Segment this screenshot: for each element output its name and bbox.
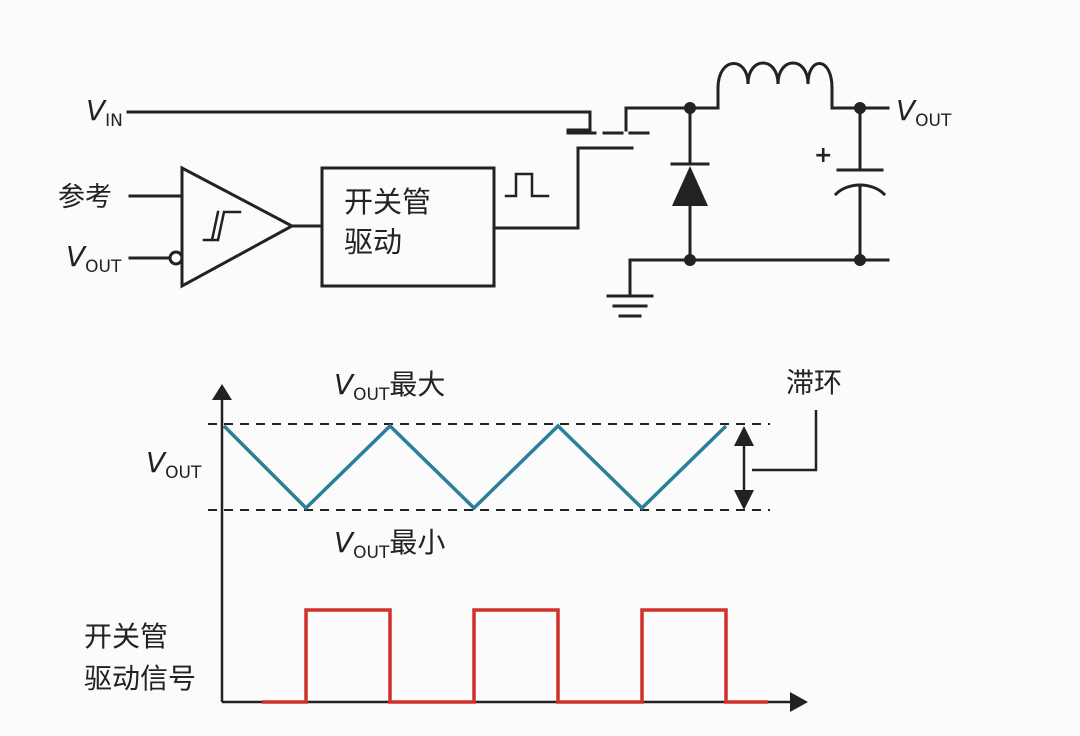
capacitor-plus: +: [814, 143, 832, 168]
capacitor-wire-top: [836, 106, 884, 172]
ground-symbol: [606, 294, 654, 318]
x-axis-arrow: [790, 692, 808, 712]
mosfet-source: [624, 106, 692, 132]
switch-signal-label-line2: 驱动信号: [84, 662, 196, 695]
hysteresis-arrow-up: [734, 426, 754, 446]
vout-max-label: VOUT最大: [334, 368, 445, 405]
switch-node-wire: [688, 86, 720, 110]
vout-output-label: VOUT: [896, 94, 952, 131]
hysteresis-arrow-down: [734, 490, 754, 510]
output-wire: [830, 86, 890, 110]
switch-drive-signal: [262, 608, 768, 704]
hysteresis-label: 滞环: [786, 366, 842, 399]
hysteresis-indicator: [742, 410, 818, 494]
hysteresis-bracket: [752, 410, 818, 472]
node-dot-ground-cap: [854, 254, 866, 266]
waveform-axes: [220, 398, 792, 704]
inverting-input-bubble: [168, 250, 184, 266]
y-axis-arrow: [212, 384, 232, 400]
comparator-triangle: [180, 165, 296, 289]
reference-label: 参考: [58, 182, 112, 213]
switch-signal-label-line1: 开关管: [84, 620, 168, 653]
diode-triangle: [672, 166, 708, 206]
driver-box: [320, 166, 496, 288]
vin-label: VIN: [86, 94, 123, 131]
driver-label-line2: 驱动: [344, 225, 402, 259]
vout-triangle-wave: [222, 423, 728, 511]
gate-drive-wire: [492, 146, 580, 230]
circuit-schematic: [126, 61, 890, 318]
node-dot-output: [854, 102, 866, 114]
vout-min-label: VOUT最小: [334, 526, 445, 563]
ground-rail: [628, 258, 890, 298]
capacitor-curved-plate: [833, 183, 887, 197]
driver-label-line1: 开关管: [344, 185, 431, 219]
inductor-coil: [716, 61, 834, 90]
vin-wire: [126, 110, 592, 132]
vout-axis-label: VOUT: [146, 446, 202, 483]
pulse-symbol: [504, 172, 550, 198]
hysteresis-symbol: [202, 210, 242, 242]
node-dot-switch: [684, 102, 696, 114]
vout-feedback-label: VOUT: [66, 240, 122, 277]
node-dot-ground-diode: [684, 254, 696, 266]
